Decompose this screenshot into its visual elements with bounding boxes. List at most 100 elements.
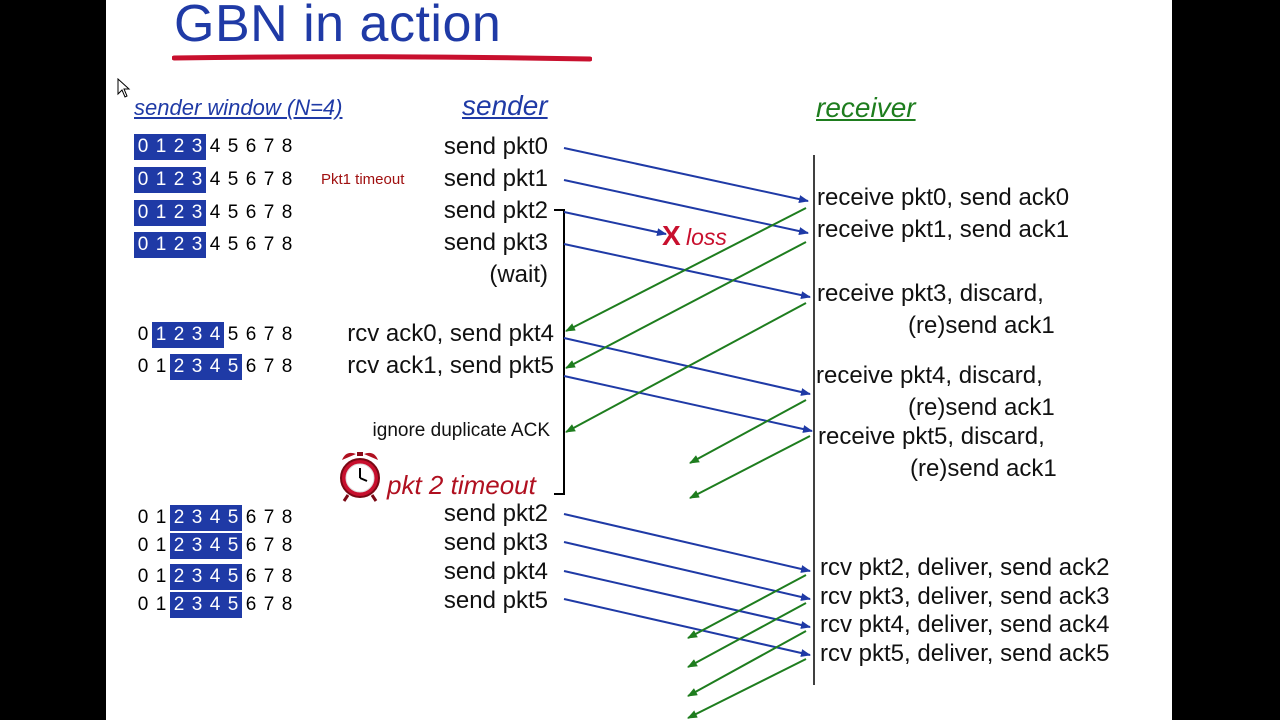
window-seq-number: 3 xyxy=(188,505,206,531)
window-seq-number: 1 xyxy=(155,566,167,587)
loss-label: loss xyxy=(686,224,727,250)
window-seq-number: 5 xyxy=(224,505,242,531)
receiver-event: rcv pkt5, deliver, send ack5 xyxy=(820,640,1110,667)
window-seq-number: 6 xyxy=(245,136,257,157)
window-seq-number: 7 xyxy=(263,535,275,556)
window-seq-number: 0 xyxy=(137,594,149,615)
sender-event: rcv ack0, send pkt4 xyxy=(347,320,554,347)
window-seq-number: 4 xyxy=(206,533,224,559)
window-seq-number: 4 xyxy=(209,136,221,157)
window-seq-number: 6 xyxy=(245,324,257,345)
window-seq-number: 8 xyxy=(281,324,293,345)
window-seq-number: 1 xyxy=(152,232,170,258)
window-seq-number: 2 xyxy=(170,134,188,160)
window-seq-number: 7 xyxy=(263,202,275,223)
receiver-event: rcv pkt4, deliver, send ack4 xyxy=(820,611,1110,638)
receiver-event: receive pkt5, discard, xyxy=(818,423,1045,450)
window-seq-number: 6 xyxy=(245,356,257,377)
receiver-event: rcv pkt3, deliver, send ack3 xyxy=(820,583,1110,610)
window-seq-number: 1 xyxy=(155,507,167,528)
ack-arrow xyxy=(687,574,807,639)
ack-arrow xyxy=(687,658,807,719)
window-seq-number: 5 xyxy=(227,136,239,157)
receiver-event: (re)send ack1 xyxy=(908,394,1055,421)
window-seq-number: 3 xyxy=(188,564,206,590)
sender-event: send pkt0 xyxy=(443,133,548,160)
data-arrow xyxy=(563,147,809,203)
window-seq-number: 6 xyxy=(245,535,257,556)
window-seq-number: 6 xyxy=(245,169,257,190)
window-seq-number: 8 xyxy=(281,356,293,377)
window-seq-number: 5 xyxy=(224,354,242,380)
window-seq-number: 3 xyxy=(188,167,206,193)
receiver-event: receive pkt1, send ack1 xyxy=(817,216,1070,243)
window-seq-number: 7 xyxy=(263,507,275,528)
sender-event: (wait) xyxy=(489,261,548,288)
window-seq-number: 0 xyxy=(137,356,149,377)
window-seq-number: 4 xyxy=(209,202,221,223)
window-seq-number: 2 xyxy=(170,232,188,258)
sender-event: rcv ack1, send pkt5 xyxy=(347,352,554,379)
window-seq-number: 6 xyxy=(245,594,257,615)
receiver-event: receive pkt3, discard, xyxy=(817,280,1044,307)
window-seq-number: 5 xyxy=(224,564,242,590)
window-seq-number: 1 xyxy=(155,535,167,556)
window-seq-number: 5 xyxy=(227,169,239,190)
window-seq-number: 3 xyxy=(188,533,206,559)
window-seq-number: 3 xyxy=(188,232,206,258)
window-seq-number: 7 xyxy=(263,169,275,190)
window-seq-number: 2 xyxy=(170,200,188,226)
window-seq-number: 8 xyxy=(281,234,293,255)
window-seq-number: 7 xyxy=(263,356,275,377)
data-arrow xyxy=(563,541,811,601)
window-seq-number: 7 xyxy=(263,136,275,157)
data-arrow xyxy=(563,570,811,629)
window-seq-number: 1 xyxy=(152,167,170,193)
window-seq-number: 8 xyxy=(281,566,293,587)
slide: GBN in action sender window (N=4) sender… xyxy=(106,0,1172,720)
sender-event: send pkt4 xyxy=(443,558,548,585)
window-seq-number: 8 xyxy=(281,507,293,528)
window-seq-number: 7 xyxy=(263,234,275,255)
window-seq-number: 6 xyxy=(245,202,257,223)
receiver-header: receiver xyxy=(816,92,916,123)
ack-arrow xyxy=(565,241,807,369)
window-seq-number: 0 xyxy=(137,324,149,345)
window-seq-number: 1 xyxy=(152,200,170,226)
ack-arrow xyxy=(687,630,807,697)
window-seq-number: 2 xyxy=(170,322,188,348)
window-seq-number: 8 xyxy=(281,535,293,556)
window-seq-number: 2 xyxy=(170,167,188,193)
window-seq-number: 1 xyxy=(152,322,170,348)
slide-title: GBN in action xyxy=(174,0,502,53)
window-seq-number: 4 xyxy=(209,169,221,190)
data-arrow xyxy=(563,598,811,657)
pkt1-timeout-label: Pkt1 timeout xyxy=(321,171,405,188)
receiver-event: (re)send ack1 xyxy=(908,312,1055,339)
window-seq-number: 3 xyxy=(188,134,206,160)
window-seq-number: 2 xyxy=(170,533,188,559)
timeout-bracket xyxy=(554,209,565,495)
receiver-event: (re)send ack1 xyxy=(910,455,1057,482)
data-arrow xyxy=(563,375,813,433)
window-seq-number: 5 xyxy=(227,202,239,223)
window-seq-number: 0 xyxy=(134,134,152,160)
window-seq-number: 3 xyxy=(188,200,206,226)
sender-event: send pkt2 xyxy=(443,197,548,224)
sender-event: send pkt3 xyxy=(443,229,548,256)
window-seq-number: 6 xyxy=(245,507,257,528)
ack-arrow xyxy=(689,435,811,499)
window-seq-number: 5 xyxy=(224,533,242,559)
window-seq-number: 8 xyxy=(281,202,293,223)
window-seq-number: 7 xyxy=(263,594,275,615)
window-seq-number: 4 xyxy=(206,592,224,618)
